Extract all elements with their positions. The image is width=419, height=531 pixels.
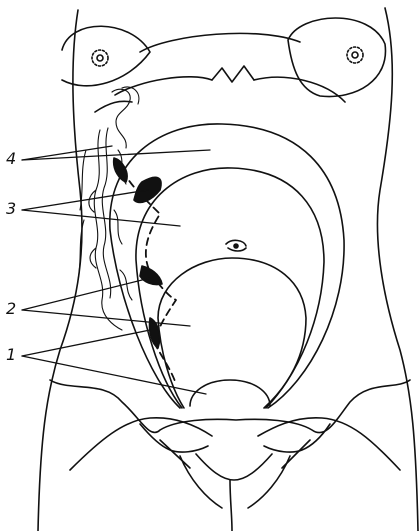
uterus-levels xyxy=(110,124,344,408)
leader-2b xyxy=(22,310,190,326)
uterus-level-3 xyxy=(136,168,324,408)
callout-labels: 4 3 2 1 xyxy=(6,149,16,364)
callout-3: 3 xyxy=(6,199,16,218)
descent-markers xyxy=(114,158,176,384)
marker-level-2 xyxy=(140,266,162,285)
diaphragm-ribs xyxy=(95,33,345,112)
torso-outline xyxy=(38,8,418,531)
marker-level-4 xyxy=(114,158,127,182)
leader-2a xyxy=(22,278,150,310)
uterus-level-4 xyxy=(110,124,344,408)
leader-3b xyxy=(22,210,180,226)
right-nipple-icon xyxy=(347,47,363,63)
left-nipple-icon xyxy=(92,50,108,66)
navel-icon xyxy=(226,240,246,251)
leader-3a xyxy=(22,190,148,210)
callout-4: 4 xyxy=(6,149,16,168)
uterus-level-2 xyxy=(158,258,306,408)
callout-1: 1 xyxy=(6,345,16,364)
callout-2: 2 xyxy=(6,299,16,318)
right-breast xyxy=(288,18,385,97)
leader-1a xyxy=(22,330,150,356)
pelvis xyxy=(50,380,410,531)
breasts xyxy=(62,18,385,97)
